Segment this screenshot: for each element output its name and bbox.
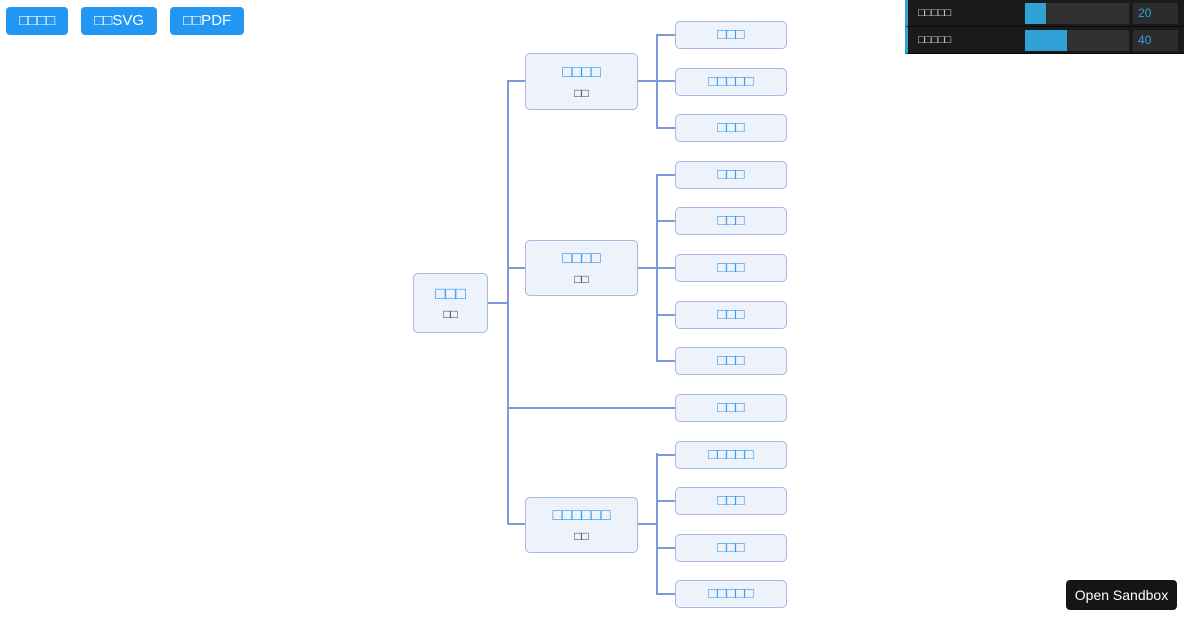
connector-line [638,80,656,82]
connector-line [656,267,675,269]
toolbar: □□□□ □□SVG □□PDF [6,7,245,35]
connector-line [638,267,656,269]
mindmap-leaf-node[interactable]: □□□□□ [675,580,787,608]
mindmap-leaf-node[interactable]: □□□ [675,487,787,515]
connector-line [656,500,675,502]
connector-line [507,80,525,82]
slider-track[interactable] [1025,2,1129,24]
slider-value-input[interactable]: 20 [1133,2,1178,24]
node-title: □□□ [717,166,745,183]
mindmap-leaf-node[interactable]: □□□ [675,161,787,189]
node-title: □□□ [717,26,745,43]
mindmap-branch-node[interactable]: □□□□ □□ [525,53,638,110]
connector-line [656,547,675,549]
mindmap-leaf-node[interactable]: □□□ [675,394,787,422]
mindmap-leaf-node[interactable]: □□□ [675,207,787,235]
connector-line [638,523,656,525]
mindmap-branch-node[interactable]: □□□□□□ □□ [525,497,638,553]
node-title: □□□ [435,284,466,303]
node-title: □□□ [717,119,745,136]
connector-line [656,80,675,82]
mindmap-leaf-node[interactable]: □□□ [675,254,787,282]
connector-line [507,267,525,269]
node-title: □□□□ [562,250,601,267]
mindmap-leaf-node[interactable]: □□□□□ [675,68,787,96]
node-title: □□□ [717,399,745,416]
node-title: □□□ [717,539,745,556]
connector-line [656,453,658,595]
connector-line [507,407,675,409]
slider-row: □□□□□ 20 [905,0,1184,27]
slider-track[interactable] [1025,29,1129,51]
open-sandbox-button[interactable]: Open Sandbox [1066,580,1177,610]
mindmap-leaf-node[interactable]: □□□ [675,301,787,329]
connector-line [656,360,675,362]
connector-line [656,314,675,316]
node-subtitle: □□ [574,272,589,286]
connector-line [656,593,675,595]
connector-line [656,127,675,129]
connector-line [656,220,675,222]
mindmap-leaf-node[interactable]: □□□ [675,534,787,562]
connector-line [656,174,675,176]
export-pdf-button[interactable]: □□PDF [170,7,245,35]
node-title: □□□ [717,212,745,229]
node-title: □□□ [717,259,745,276]
node-title: □□□□□□ [552,507,611,524]
slider-label: □□□□□ [918,34,952,46]
mindmap-root-node[interactable]: □□□ □□ [413,273,488,333]
connector-line [488,302,507,304]
node-subtitle: □□ [574,85,589,100]
node-title: □□□ [717,492,745,509]
mindmap-leaf-node[interactable]: □□□ [675,114,787,142]
node-title: □□□□□ [708,585,754,602]
mindmap-leaf-node[interactable]: □□□ [675,21,787,49]
settings-panel: □□□□□ 20 □□□□□ 40 [905,0,1184,54]
back-to-root-button[interactable]: □□□□ [6,7,69,35]
slider-value-input[interactable]: 40 [1133,29,1178,51]
mindmap-leaf-node[interactable]: □□□ [675,347,787,375]
slider-label: □□□□□ [918,7,952,19]
node-title: □□□□□ [708,73,754,90]
connector-line [656,454,675,456]
mindmap-branch-node[interactable]: □□□□ □□ [525,240,638,296]
node-title: □□□□ [562,63,601,81]
mindmap-leaf-node[interactable]: □□□□□ [675,441,787,469]
slider-row: □□□□□ 40 [905,27,1184,54]
connector-line [507,523,525,525]
connector-line [656,34,675,36]
connector-line [507,80,509,525]
node-subtitle: □□ [574,529,589,543]
node-subtitle: □□ [443,307,458,321]
export-svg-button[interactable]: □□SVG [81,7,158,35]
node-title: □□□ [717,306,745,323]
node-title: □□□□□ [708,446,754,463]
node-title: □□□ [717,352,745,369]
slider-fill [1025,29,1067,51]
slider-fill [1025,2,1046,24]
